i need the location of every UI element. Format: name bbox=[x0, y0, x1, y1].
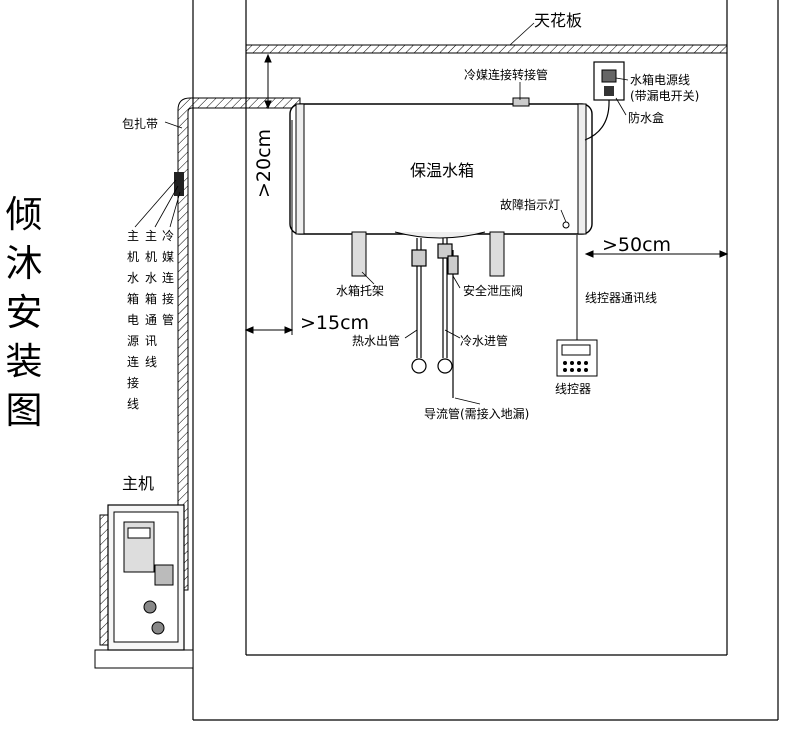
title-char: 装 bbox=[5, 340, 43, 383]
dim-top-gap-label: >20cm bbox=[253, 129, 275, 198]
pipe-label-char: 主 bbox=[144, 229, 157, 243]
label-hot-outlet: 热水出管 bbox=[352, 333, 400, 348]
dim-right-gap bbox=[584, 250, 729, 258]
room-walls bbox=[192, 0, 779, 721]
title-char: 图 bbox=[5, 389, 43, 432]
pipe-label-comm: 主 机 水 箱 通 讯 线 bbox=[144, 226, 158, 373]
dim-side-gap bbox=[244, 120, 294, 335]
pipe-label-char: 讯 bbox=[144, 334, 157, 348]
label-controller-line: 线控器通讯线 bbox=[585, 291, 657, 305]
label-main-unit: 主机 bbox=[122, 474, 154, 493]
pipe-label-char: 箱 bbox=[144, 292, 157, 306]
pipe-label-char: 连 bbox=[161, 271, 174, 285]
label-wrap-tape: 包扎带 bbox=[122, 117, 158, 131]
title-char: 安 bbox=[5, 291, 43, 334]
pipe-label-char: 媒 bbox=[161, 250, 174, 264]
label-bracket: 水箱托架 bbox=[336, 283, 384, 298]
pipe-label-char: 水 bbox=[126, 271, 139, 285]
pipe-label-char: 线 bbox=[144, 355, 157, 369]
pipe-label-char: 箱 bbox=[126, 292, 139, 306]
pipe-label-char: 管 bbox=[161, 313, 174, 327]
dim-side-gap-label: >15cm bbox=[300, 312, 369, 334]
dim-right-gap-label: >50cm bbox=[602, 234, 671, 256]
water-tank bbox=[289, 97, 593, 239]
pipe-bundle bbox=[174, 97, 301, 591]
title-char: 沐 bbox=[5, 242, 43, 285]
pipe-label-char: 线 bbox=[126, 397, 139, 411]
outdoor-unit bbox=[94, 504, 194, 669]
tank-brackets bbox=[351, 231, 505, 277]
wire-controller bbox=[556, 235, 598, 377]
label-cold-inlet: 冷水进管 bbox=[460, 333, 508, 348]
pipe-label-char: 通 bbox=[144, 313, 157, 327]
label-controller: 线控器 bbox=[555, 382, 591, 396]
pipe-label-char: 冷 bbox=[161, 229, 174, 243]
diagram-title: 倾 沐 安 装 图 bbox=[4, 190, 44, 435]
label-tank: 保温水箱 bbox=[410, 161, 474, 180]
ceiling-slab bbox=[245, 44, 728, 54]
leader-lines bbox=[134, 22, 629, 405]
label-safety-valve: 安全泄压阀 bbox=[463, 283, 523, 298]
label-power-line: 水箱电源线 bbox=[630, 72, 690, 87]
label-refrigerant-adapter: 冷媒连接转接管 bbox=[464, 67, 548, 82]
pipe-label-char: 机 bbox=[126, 250, 139, 264]
title-char: 倾 bbox=[5, 193, 43, 236]
pipe-label-char: 源 bbox=[126, 334, 139, 348]
pipe-label-char: 接 bbox=[126, 376, 139, 390]
pipe-label-refrigerant: 冷 媒 连 接 管 bbox=[161, 226, 175, 331]
pipe-label-char: 水 bbox=[144, 271, 157, 285]
tank-pipes bbox=[411, 238, 459, 398]
pipe-label-char: 接 bbox=[161, 292, 174, 306]
dim-top-gap bbox=[264, 53, 272, 110]
labels: 天花板 冷媒连接转接管 水箱电源线 (带漏电开关) 防水盒 保温水箱 故障指示灯… bbox=[122, 11, 699, 493]
pipe-label-power: 主 机 水 箱 电 源 连 接 线 bbox=[126, 226, 140, 415]
pipe-label-char: 连 bbox=[126, 355, 139, 369]
pipe-label-char: 主 bbox=[126, 229, 139, 243]
label-power-line-sub: (带漏电开关) bbox=[630, 89, 699, 103]
label-fault-light: 故障指示灯 bbox=[500, 197, 560, 212]
waterproof-box bbox=[584, 61, 625, 141]
label-ceiling: 天花板 bbox=[534, 11, 582, 30]
pipe-label-char: 电 bbox=[126, 313, 139, 327]
label-drain: 导流管(需接入地漏) bbox=[424, 406, 529, 421]
pipe-label-char: 机 bbox=[144, 250, 157, 264]
label-waterproof-box: 防水盒 bbox=[628, 110, 664, 125]
